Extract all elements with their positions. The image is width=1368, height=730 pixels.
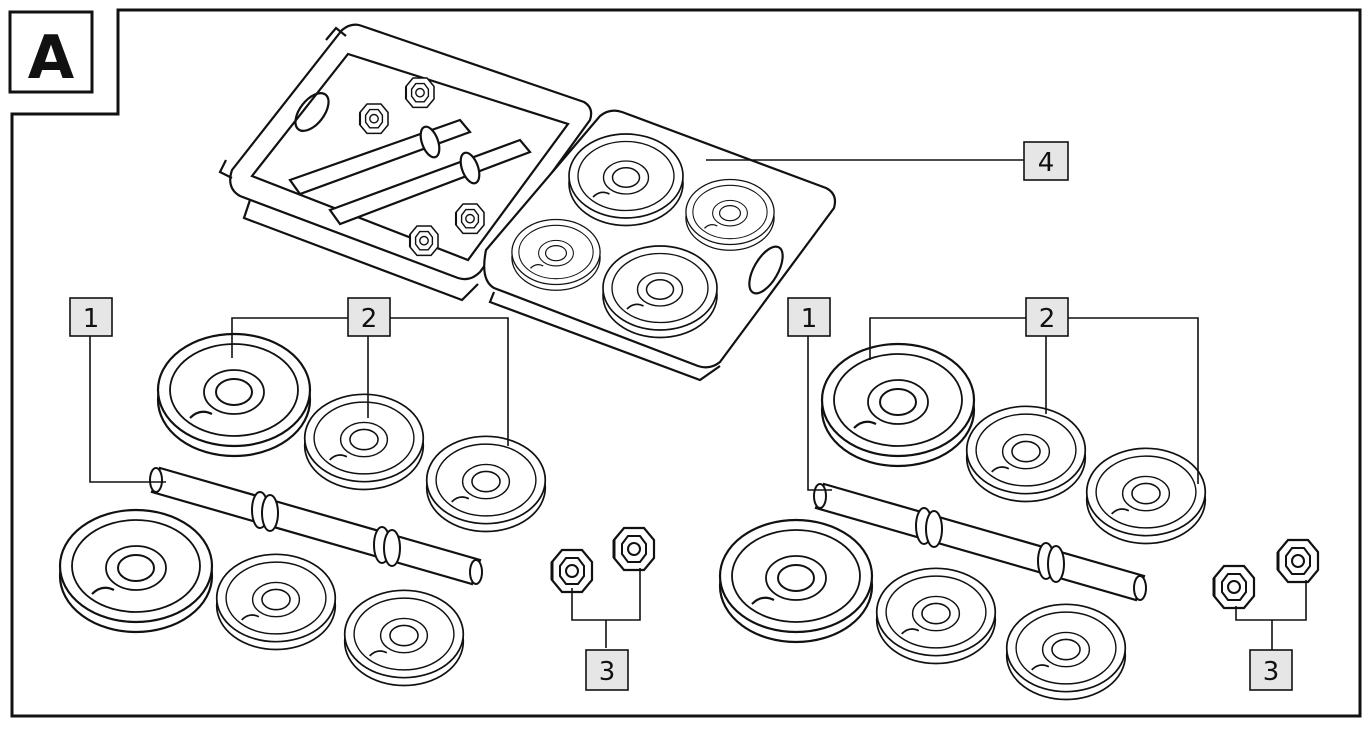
callout-3-left: 3: [585, 649, 629, 691]
left-dumbbell-set: [58, 332, 656, 687]
callout-1-label: 1: [801, 304, 818, 334]
plate: [718, 518, 874, 644]
plate: [1085, 447, 1207, 545]
plate: [425, 435, 547, 533]
plate: [58, 508, 214, 634]
figure-frame: [10, 8, 1362, 718]
plate: [303, 393, 425, 491]
plate: [215, 553, 337, 651]
callout-2-label: 2: [1039, 304, 1056, 334]
plate: [820, 342, 976, 468]
plate: [343, 589, 465, 687]
callout-3-label: 3: [1263, 657, 1280, 687]
plate: [965, 405, 1087, 503]
collar: [1212, 564, 1256, 610]
callout-2-right: 2: [1025, 297, 1069, 337]
callout-1-left: 1: [69, 297, 113, 337]
leader-lines: [89, 159, 1307, 650]
callout-4-label: 4: [1038, 148, 1055, 178]
plate: [1005, 603, 1127, 701]
panel-letter-box: [8, 10, 94, 94]
panel-letter: A: [28, 23, 75, 93]
callout-3-right: 3: [1249, 649, 1293, 691]
callout-1-right: 1: [787, 297, 831, 337]
collar: [1276, 538, 1320, 584]
callout-2-label: 2: [361, 304, 378, 334]
collar: [550, 548, 594, 594]
callout-4: 4: [1023, 141, 1069, 181]
plate: [156, 332, 312, 458]
callout-1-label: 1: [83, 304, 100, 334]
carry-case: [218, 23, 837, 382]
plate: [875, 567, 997, 665]
right-dumbbell-set: [718, 342, 1320, 701]
callout-3-label: 3: [599, 657, 616, 687]
callout-2-left: 2: [347, 297, 391, 337]
collar: [612, 526, 656, 572]
